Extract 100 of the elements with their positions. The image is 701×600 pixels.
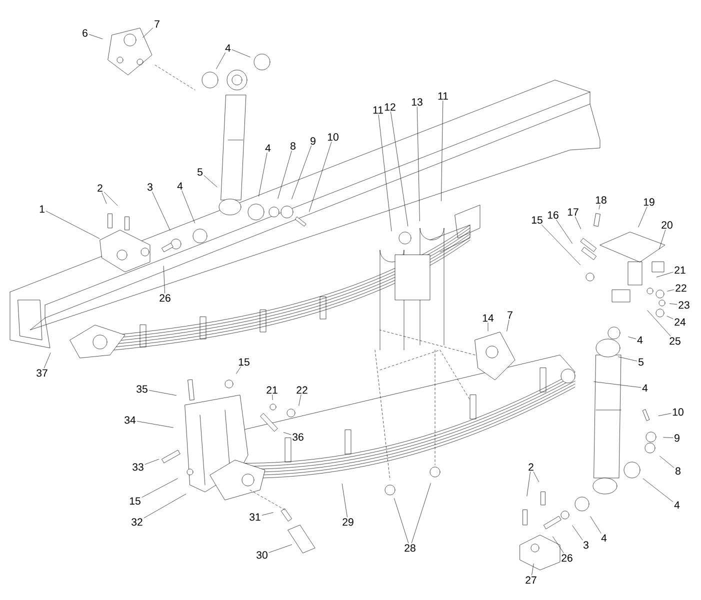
callout-number: 27	[526, 576, 536, 584]
callout-number: 1	[40, 205, 44, 213]
leader-line	[142, 478, 178, 498]
callout-number: 15	[238, 358, 250, 366]
leader-line	[506, 320, 510, 332]
callout-number: 9	[674, 434, 680, 442]
callout-number: 11	[438, 92, 448, 100]
callout-number: 31	[250, 513, 260, 521]
leader-line	[542, 224, 580, 266]
leader-line	[660, 456, 674, 468]
leader-line	[144, 459, 159, 465]
callout-number: 8	[290, 142, 296, 150]
leader-line	[378, 114, 392, 232]
leader-line	[144, 494, 186, 518]
leader-line	[638, 206, 648, 228]
callout-number: 28	[404, 544, 416, 552]
leader-line	[532, 564, 534, 576]
callout-number: 2	[528, 463, 534, 471]
leader-line	[102, 192, 107, 204]
callout-number: 36	[292, 433, 304, 441]
callout-number: 8	[676, 467, 680, 475]
callout-number: 7	[154, 20, 160, 28]
callout-number: 2	[98, 184, 102, 192]
leader-line	[670, 304, 678, 305]
callout-number: 18	[596, 196, 606, 204]
callout-number: 9	[310, 137, 316, 145]
callout-number: 15	[130, 497, 140, 505]
callout-number: 32	[132, 518, 142, 526]
callout-number: 29	[342, 518, 354, 526]
callout-number: 10	[328, 133, 338, 141]
callout-number: 24	[674, 318, 686, 326]
callout-number: 5	[198, 168, 202, 176]
leader-line	[659, 230, 666, 250]
leader-line	[441, 100, 444, 202]
leader-line	[647, 310, 671, 336]
leader-line	[272, 394, 273, 400]
callout-number: 4	[177, 182, 183, 190]
callout-number: 34	[124, 416, 136, 424]
callout-number: 4	[642, 384, 648, 392]
leader-line	[268, 544, 292, 553]
callout-number: 22	[296, 386, 308, 394]
callout-number: 35	[136, 385, 148, 393]
leader-line	[663, 437, 674, 438]
callout-number: 21	[266, 386, 278, 394]
leader-line	[152, 192, 170, 230]
callout-number: 30	[256, 551, 268, 559]
leader-line	[204, 175, 218, 188]
callout-number: 17	[568, 208, 578, 216]
callout-number: 4	[601, 534, 607, 542]
leader-line	[552, 536, 564, 554]
leader-line	[163, 266, 165, 294]
callout-number: 4	[637, 336, 643, 344]
leader-line	[416, 106, 420, 222]
callout-number: 19	[644, 198, 654, 206]
callout-number: 21	[674, 266, 686, 274]
callout-number: 6	[82, 29, 88, 37]
leader-line	[262, 512, 274, 516]
callout-number: 22	[676, 284, 686, 292]
leader-line	[598, 204, 600, 210]
callout-number: 12	[384, 103, 396, 111]
leader-line	[88, 34, 103, 40]
callout-number: 7	[508, 311, 512, 319]
leader-line	[667, 289, 674, 292]
leader-line	[394, 498, 409, 544]
callout-number: 20	[662, 221, 672, 229]
leader-line	[216, 52, 226, 69]
leader-line	[298, 394, 302, 406]
leader-line	[278, 150, 292, 199]
leader-line	[390, 112, 408, 226]
leader-line	[594, 382, 642, 388]
leader-line	[411, 483, 431, 544]
callout-number: 16	[548, 211, 558, 219]
leader-line	[533, 472, 539, 482]
callout-number: 3	[147, 183, 152, 191]
leader-line	[44, 352, 51, 368]
leader-line	[656, 272, 674, 278]
callout-number: 13	[412, 98, 422, 106]
callout-number: 26	[562, 554, 572, 562]
leader-line	[232, 50, 250, 58]
leader-line	[104, 192, 118, 206]
leader-line	[182, 190, 195, 224]
callout-number: 10	[672, 408, 684, 416]
leader-line	[590, 516, 602, 534]
leader-line	[309, 142, 332, 212]
leader-line	[46, 210, 100, 239]
callout-number: 37	[36, 369, 48, 377]
callout-number: 15	[532, 216, 542, 224]
leader-line	[342, 484, 348, 518]
leader-line	[136, 421, 174, 428]
callout-number: 11	[373, 106, 383, 114]
leader-line	[258, 152, 268, 196]
leader-line	[642, 478, 674, 502]
leader-line	[628, 336, 636, 340]
leader-line	[142, 28, 154, 38]
leader-line	[666, 316, 674, 319]
callout-number: 25	[670, 337, 680, 345]
callout-number: 14	[482, 314, 494, 322]
leader-line	[658, 413, 672, 416]
leader-line	[556, 220, 572, 244]
callout-number: 26	[160, 294, 170, 302]
